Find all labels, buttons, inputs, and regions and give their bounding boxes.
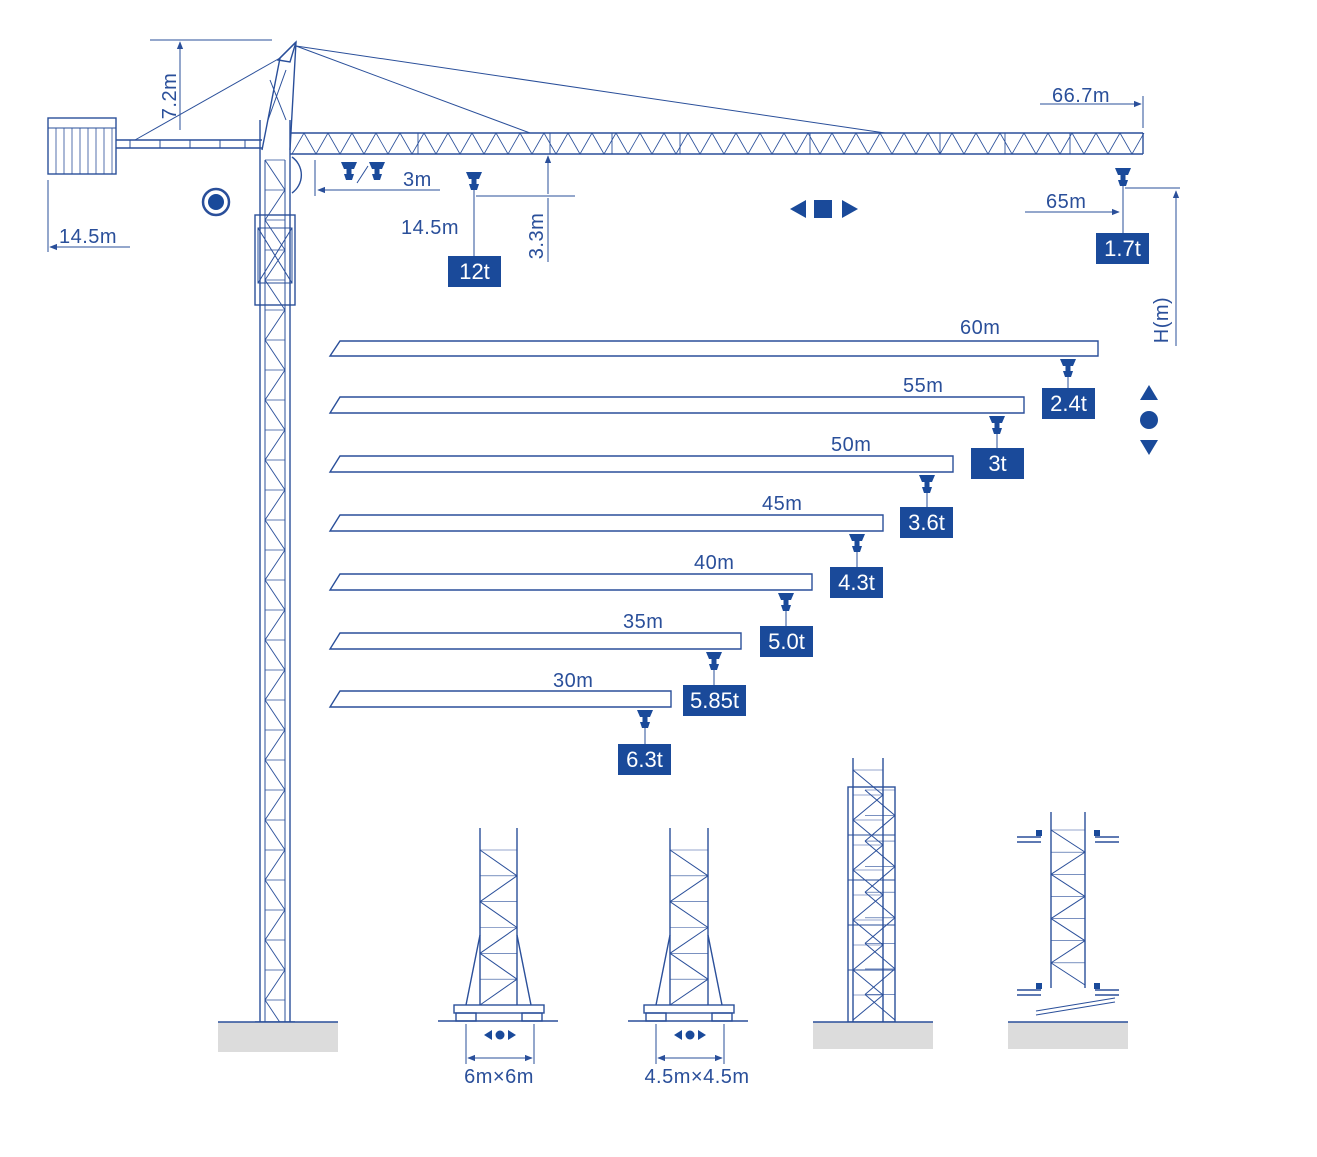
slewing-icon <box>201 187 231 217</box>
load-badge-text: 2.4t <box>1050 391 1087 416</box>
dim-radius-12t-label: 14.5m <box>401 217 459 239</box>
dim-height-label: 7.2m <box>159 73 181 119</box>
jib-variant: 55m 3t <box>328 375 1025 479</box>
ground-base-4 <box>1008 1022 1128 1049</box>
ground-main <box>218 1022 338 1052</box>
jib-length-label: 45m <box>762 493 802 515</box>
hook-icon-min-1 <box>341 162 357 180</box>
fixed-base-small: 4.5m×4.5m <box>628 828 749 1088</box>
fixed-base-large: 6m×6m <box>438 828 558 1088</box>
load-badge-text: 5.85t <box>690 688 739 713</box>
jib-variant: 60m 2.4t <box>328 317 1099 419</box>
load-badge-max: 12t <box>448 256 501 287</box>
load-badge <box>683 685 746 716</box>
load-tip-text: 1.7t <box>1104 236 1141 261</box>
load-max-text: 12t <box>459 259 490 284</box>
load-badge <box>1042 388 1095 419</box>
jib-length-label: 50m <box>831 434 871 456</box>
jib-variant: 40m 5.0t <box>328 552 813 657</box>
load-badge-tip: 1.7t <box>1096 233 1149 264</box>
load-badge-text: 3.6t <box>908 510 945 535</box>
internal-climbing <box>1017 812 1119 1036</box>
load-badge <box>830 567 883 598</box>
hook-icon <box>778 593 794 629</box>
hook-icon-min-2 <box>369 162 385 180</box>
load-badge-text: 3t <box>988 451 1006 476</box>
jib-length-label: 55m <box>903 375 943 397</box>
hook-icon <box>919 475 935 511</box>
main-jib <box>290 45 1145 194</box>
load-badge <box>971 448 1024 479</box>
jib-length-label: 60m <box>960 317 1000 339</box>
counter-jib <box>47 57 281 175</box>
jib-length-label: 35m <box>623 611 663 633</box>
load-badge-text: 5.0t <box>768 629 805 654</box>
trolley-direction-icon <box>790 200 858 218</box>
dimension-lines <box>47 39 1180 346</box>
load-badge-text: 4.3t <box>838 570 875 595</box>
hoist-direction-icon <box>1140 385 1158 455</box>
dim-min-radius-label: 3m <box>403 169 432 191</box>
climbing-cage <box>254 214 296 306</box>
jib-variant: 30m 6.3t <box>328 670 672 775</box>
hook-icon <box>637 710 653 746</box>
jib-variant: 50m 3.6t <box>328 434 954 538</box>
jib-length-label: 40m <box>694 552 734 574</box>
hook-icon <box>849 534 865 570</box>
base-size-label: 6m×6m <box>464 1066 534 1088</box>
hook-icon <box>706 652 722 688</box>
dim-hook-offset-label: 3.3m <box>526 213 548 259</box>
hook-icon <box>989 416 1005 452</box>
load-badge <box>900 507 953 538</box>
hook-icon <box>1060 359 1076 395</box>
base-size-label: 4.5m×4.5m <box>644 1066 749 1088</box>
tower-mast <box>255 120 295 1038</box>
ground-base-3 <box>813 1022 933 1049</box>
jib-variant: 45m 4.3t <box>328 493 884 598</box>
dim-tower-height-label: H(m) <box>1151 297 1173 343</box>
jib-variants: 60m 2.4t 55m 3t 50m 3.6t 45m 4.3t <box>328 317 1099 775</box>
dim-max-radius-label: 66.7m <box>1052 85 1110 107</box>
load-badge <box>760 626 813 657</box>
jib-variant: 35m 5.85t <box>328 611 746 716</box>
load-badge <box>618 744 671 775</box>
tower-head <box>261 40 297 151</box>
dim-tip-radius-label: 65m <box>1046 191 1086 213</box>
travelling-base <box>847 758 896 1036</box>
load-badge-text: 6.3t <box>626 747 663 772</box>
jib-length-label: 30m <box>553 670 593 692</box>
dim-counter-jib-label: 14.5m <box>59 226 117 248</box>
